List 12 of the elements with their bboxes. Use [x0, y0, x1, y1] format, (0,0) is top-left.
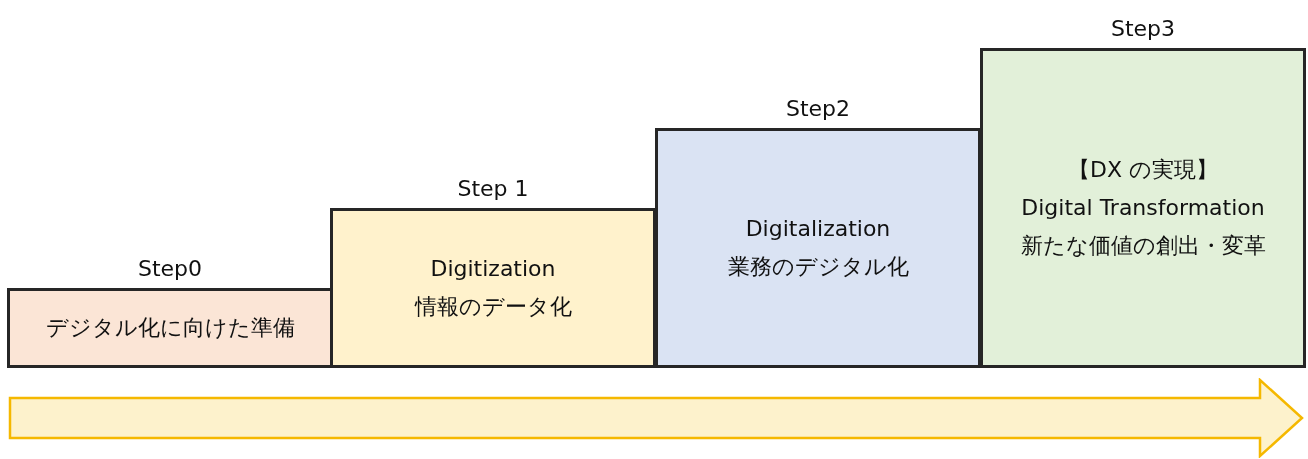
step-label: Step0 [137, 255, 203, 281]
step-text: Digitalization [745, 215, 891, 243]
step-label: Step 1 [457, 175, 529, 201]
step-text: 新たな価値の創出・変革 [1020, 232, 1266, 260]
step-text: 情報のデータ化 [414, 293, 572, 321]
step-label: Step3 [1110, 15, 1176, 41]
step-text: デジタル化に向けた準備 [45, 314, 295, 342]
step-text: Digitization [430, 255, 556, 283]
step-text: 業務のデジタル化 [727, 253, 909, 281]
step-label: Step2 [785, 95, 851, 121]
step-text: Digital Transformation [1021, 194, 1265, 222]
step-text: 【DX の実現】 [1068, 156, 1218, 184]
